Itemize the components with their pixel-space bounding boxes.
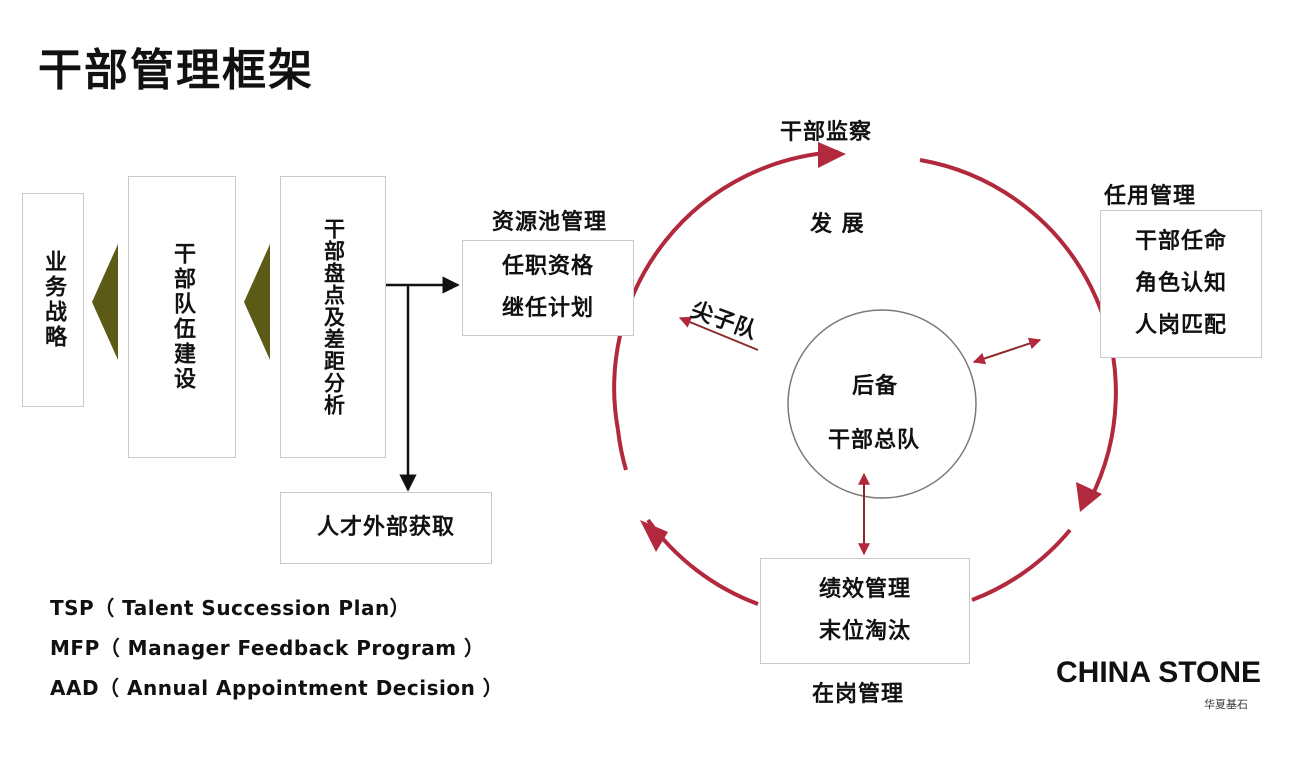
inventory-box: 干部盘点及差距分析 bbox=[280, 176, 386, 458]
arrow-pointed-team bbox=[678, 316, 759, 351]
cycle-develop-label: 发 展 bbox=[810, 212, 865, 237]
resource-pool-label: 资源池管理 bbox=[492, 210, 608, 235]
cycle-arc-right bbox=[919, 158, 1118, 501]
cycle-arc-bottom-right bbox=[971, 528, 1072, 602]
center-label-line1: 后备 bbox=[852, 374, 899, 399]
onjob-item: 末位淘汰 bbox=[818, 619, 911, 644]
appointment-label: 任用管理 bbox=[1104, 184, 1197, 209]
arrow-center-appointment bbox=[972, 337, 1042, 365]
strategy-box: 业务战略 bbox=[22, 193, 84, 407]
strategy-label: 业务战略 bbox=[41, 250, 66, 350]
arrow-triangle-1 bbox=[92, 244, 118, 360]
resource-pool-item: 继任计划 bbox=[501, 296, 594, 321]
cycle-arrowhead-right bbox=[1076, 482, 1102, 512]
cycle-arc-top bbox=[612, 150, 839, 431]
external-talent-label: 人才外部获取 bbox=[316, 515, 455, 541]
team-building-box: 干部队伍建设 bbox=[128, 176, 236, 458]
cycle-arrowhead-top bbox=[818, 142, 846, 168]
cycle-arc-left bbox=[616, 429, 628, 471]
appointment-box: 干部任命 角色认知 人岗匹配 bbox=[1100, 210, 1262, 358]
cycle-top-label: 干部监察 bbox=[780, 120, 873, 145]
cycle-arrowhead-left bbox=[640, 520, 668, 552]
external-talent-box: 人才外部获取 bbox=[280, 492, 492, 564]
logo-subtext: 华夏基石 bbox=[1204, 698, 1248, 711]
legend-tsp: TSP（ Talent Succession Plan） bbox=[50, 596, 411, 620]
resource-pool-item: 任职资格 bbox=[501, 254, 594, 280]
appointment-item: 角色认知 bbox=[1134, 271, 1227, 297]
resource-pool-box: 任职资格 继任计划 bbox=[462, 240, 634, 336]
arrow-triangle-2 bbox=[244, 244, 270, 360]
legend-mfp: MFP（ Manager Feedback Program ） bbox=[50, 636, 485, 660]
onjob-item: 绩效管理 bbox=[818, 577, 911, 603]
china-stone-logo: CHINA STONE 华夏基石 bbox=[1056, 656, 1262, 711]
center-label-line2: 干部总队 bbox=[828, 428, 921, 453]
appointment-item: 干部任命 bbox=[1134, 229, 1227, 255]
onjob-label: 在岗管理 bbox=[812, 682, 905, 707]
onjob-box: 绩效管理 末位淘汰 bbox=[760, 558, 970, 664]
team-building-label: 干部队伍建设 bbox=[170, 242, 195, 392]
inner-circle bbox=[787, 309, 977, 499]
page-title: 干部管理框架 bbox=[38, 45, 314, 96]
legend-aad: AAD（ Annual Appointment Decision ） bbox=[50, 676, 504, 700]
inventory-label: 干部盘点及差距分析 bbox=[321, 218, 346, 416]
appointment-item: 人岗匹配 bbox=[1134, 312, 1227, 338]
logo-text: CHINA STONE bbox=[1056, 656, 1262, 689]
